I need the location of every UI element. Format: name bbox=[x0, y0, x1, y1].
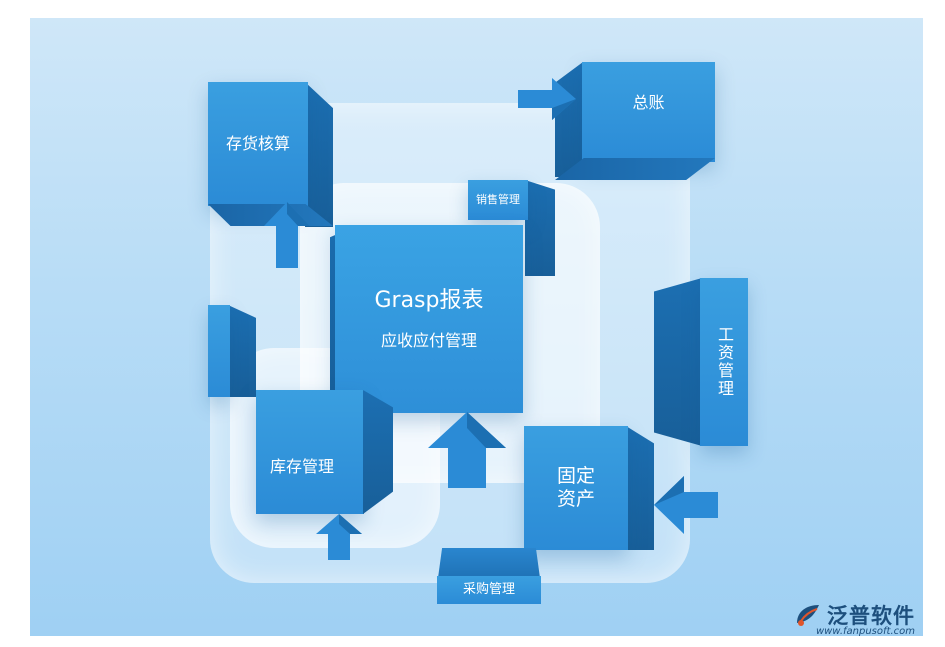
inventory-mgmt-label: 库存管理 bbox=[270, 457, 335, 476]
fixed-assets-side bbox=[626, 426, 654, 550]
arrow-up-icon bbox=[428, 412, 506, 488]
center-box: Grasp报表 应收应付管理 bbox=[335, 225, 523, 413]
left-small-side bbox=[228, 305, 256, 397]
sales-label: 销售管理 bbox=[476, 193, 520, 207]
fixed-assets-label: 固定资产 bbox=[556, 465, 595, 510]
logo-url: www.fanpusoft.com bbox=[815, 626, 915, 636]
payroll-box: 工资管理 bbox=[700, 278, 748, 446]
payroll-label: 工资管理 bbox=[715, 326, 734, 398]
fixed-assets-box: 固定资产 bbox=[524, 426, 628, 550]
inventory-accounting-box: 存货核算 bbox=[208, 82, 308, 206]
arrow-left-icon bbox=[654, 476, 718, 534]
general-ledger-bottom bbox=[555, 158, 715, 180]
sales-side bbox=[525, 180, 555, 276]
center-subtitle: 应收应付管理 bbox=[380, 330, 477, 350]
logo-brand: 泛普软件 bbox=[827, 604, 915, 628]
inventory-mgmt-box: 库存管理 bbox=[256, 390, 364, 514]
logo-leaf-icon bbox=[797, 605, 819, 626]
payroll-side bbox=[654, 278, 702, 446]
purchasing-side bbox=[438, 548, 540, 578]
inventory-mgmt-side bbox=[363, 390, 393, 514]
arrow-up-icon bbox=[264, 202, 310, 268]
fanpusoft-logo: 泛普软件 www.fanpusoft.com bbox=[793, 600, 915, 636]
diagram-canvas: 存货核算 总账 销售管理 Grasp报表 应收应付管理 工资管理 库存管理 bbox=[30, 18, 923, 636]
general-ledger-side bbox=[555, 62, 583, 177]
general-ledger-box: 总账 bbox=[582, 62, 715, 162]
purchasing-box: 采购管理 bbox=[437, 576, 541, 604]
general-ledger-label: 总账 bbox=[632, 93, 665, 112]
center-title: Grasp报表 bbox=[374, 288, 484, 314]
inventory-accounting-side bbox=[305, 82, 333, 227]
sales-box: 销售管理 bbox=[468, 180, 528, 220]
arrow-up-icon bbox=[316, 514, 362, 560]
left-small-box bbox=[208, 305, 230, 397]
purchasing-label: 采购管理 bbox=[462, 581, 515, 597]
inventory-accounting-label: 存货核算 bbox=[225, 134, 290, 153]
arrow-right-icon bbox=[518, 78, 576, 120]
